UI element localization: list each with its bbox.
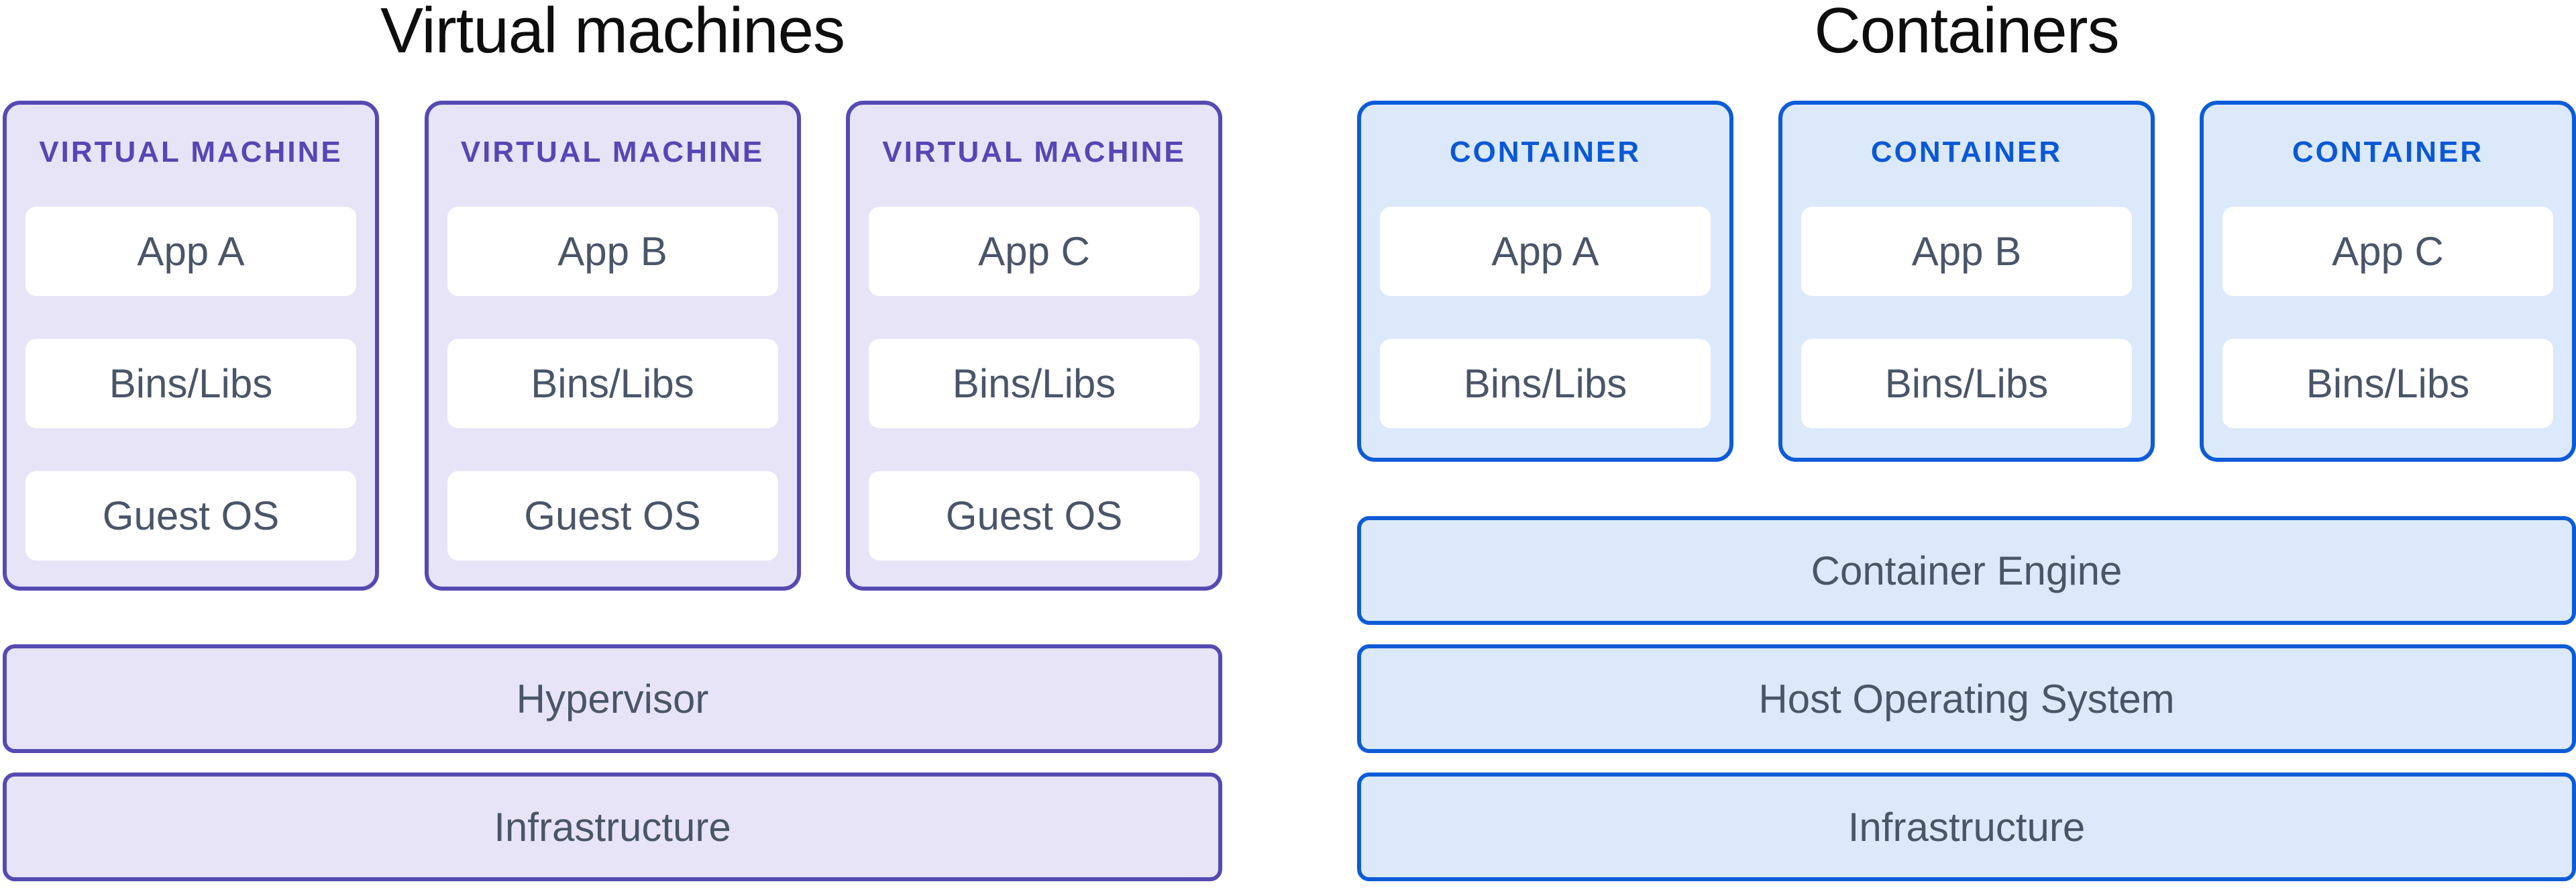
vm-card-1-label: VIRTUAL MACHINE bbox=[39, 136, 343, 168]
infrastructure-bar-right: Infrastructure bbox=[1357, 773, 2576, 881]
virtual-machines-section: Virtual machines VIRTUAL MACHINE App A B… bbox=[3, 0, 1222, 894]
containers-title: Containers bbox=[1814, 0, 2119, 66]
container-card-2-boxes: App B Bins/Libs bbox=[1801, 206, 2132, 428]
vm-card-2-boxes: App B Bins/Libs Guest OS bbox=[447, 206, 778, 560]
container-3-bins-libs-box: Bins/Libs bbox=[2222, 338, 2553, 428]
container-cards-row: CONTAINER App A Bins/Libs CONTAINER App … bbox=[1357, 101, 2576, 462]
container-1-bins-libs-box: Bins/Libs bbox=[1380, 338, 1711, 428]
container-2-app-b-box: App B bbox=[1801, 206, 2132, 296]
hypervisor-bar: Hypervisor bbox=[3, 644, 1222, 753]
host-operating-system-bar: Host Operating System bbox=[1357, 644, 2576, 753]
vm-1-bins-libs-box: Bins/Libs bbox=[25, 338, 356, 428]
infrastructure-bar-left: Infrastructure bbox=[3, 773, 1222, 881]
vm-1-guest-os-box: Guest OS bbox=[25, 470, 356, 560]
container-card-3-label: CONTAINER bbox=[2292, 136, 2484, 168]
vm-2-guest-os-box: Guest OS bbox=[447, 470, 778, 560]
container-card-2-label: CONTAINER bbox=[1870, 136, 2063, 168]
container-engine-bar: Container Engine bbox=[1357, 516, 2576, 625]
container-card-3: CONTAINER App C Bins/Libs bbox=[2200, 101, 2576, 462]
vm-card-2-label: VIRTUAL MACHINE bbox=[460, 136, 765, 168]
vm-1-app-a-box: App A bbox=[25, 206, 356, 296]
vm-cards-row: VIRTUAL MACHINE App A Bins/Libs Guest OS… bbox=[3, 101, 1222, 591]
vm-card-3-boxes: App C Bins/Libs Guest OS bbox=[869, 206, 1199, 560]
container-card-1: CONTAINER App A Bins/Libs bbox=[1357, 101, 1733, 462]
vm-3-app-c-box: App C bbox=[869, 206, 1199, 296]
vm-3-guest-os-box: Guest OS bbox=[869, 470, 1199, 560]
vm-card-1-boxes: App A Bins/Libs Guest OS bbox=[25, 206, 356, 560]
container-1-app-a-box: App A bbox=[1380, 206, 1711, 296]
vm-2-app-b-box: App B bbox=[447, 206, 778, 296]
container-card-2: CONTAINER App B Bins/Libs bbox=[1778, 101, 2155, 462]
vm-card-2: VIRTUAL MACHINE App B Bins/Libs Guest OS bbox=[424, 101, 801, 591]
container-card-1-label: CONTAINER bbox=[1449, 136, 1642, 168]
vm-3-bins-libs-box: Bins/Libs bbox=[869, 338, 1199, 428]
vm-2-bins-libs-box: Bins/Libs bbox=[447, 338, 778, 428]
container-2-bins-libs-box: Bins/Libs bbox=[1801, 338, 2132, 428]
container-3-app-c-box: App C bbox=[2222, 206, 2553, 296]
container-card-3-boxes: App C Bins/Libs bbox=[2222, 206, 2553, 428]
vm-card-3: VIRTUAL MACHINE App C Bins/Libs Guest OS bbox=[846, 101, 1222, 591]
virtual-machines-title: Virtual machines bbox=[380, 0, 845, 66]
containers-section: Containers CONTAINER App A Bins/Libs CON… bbox=[1357, 0, 2576, 894]
vm-card-1: VIRTUAL MACHINE App A Bins/Libs Guest OS bbox=[3, 101, 379, 591]
container-card-1-boxes: App A Bins/Libs bbox=[1380, 206, 1711, 428]
vm-card-3-label: VIRTUAL MACHINE bbox=[882, 136, 1186, 168]
